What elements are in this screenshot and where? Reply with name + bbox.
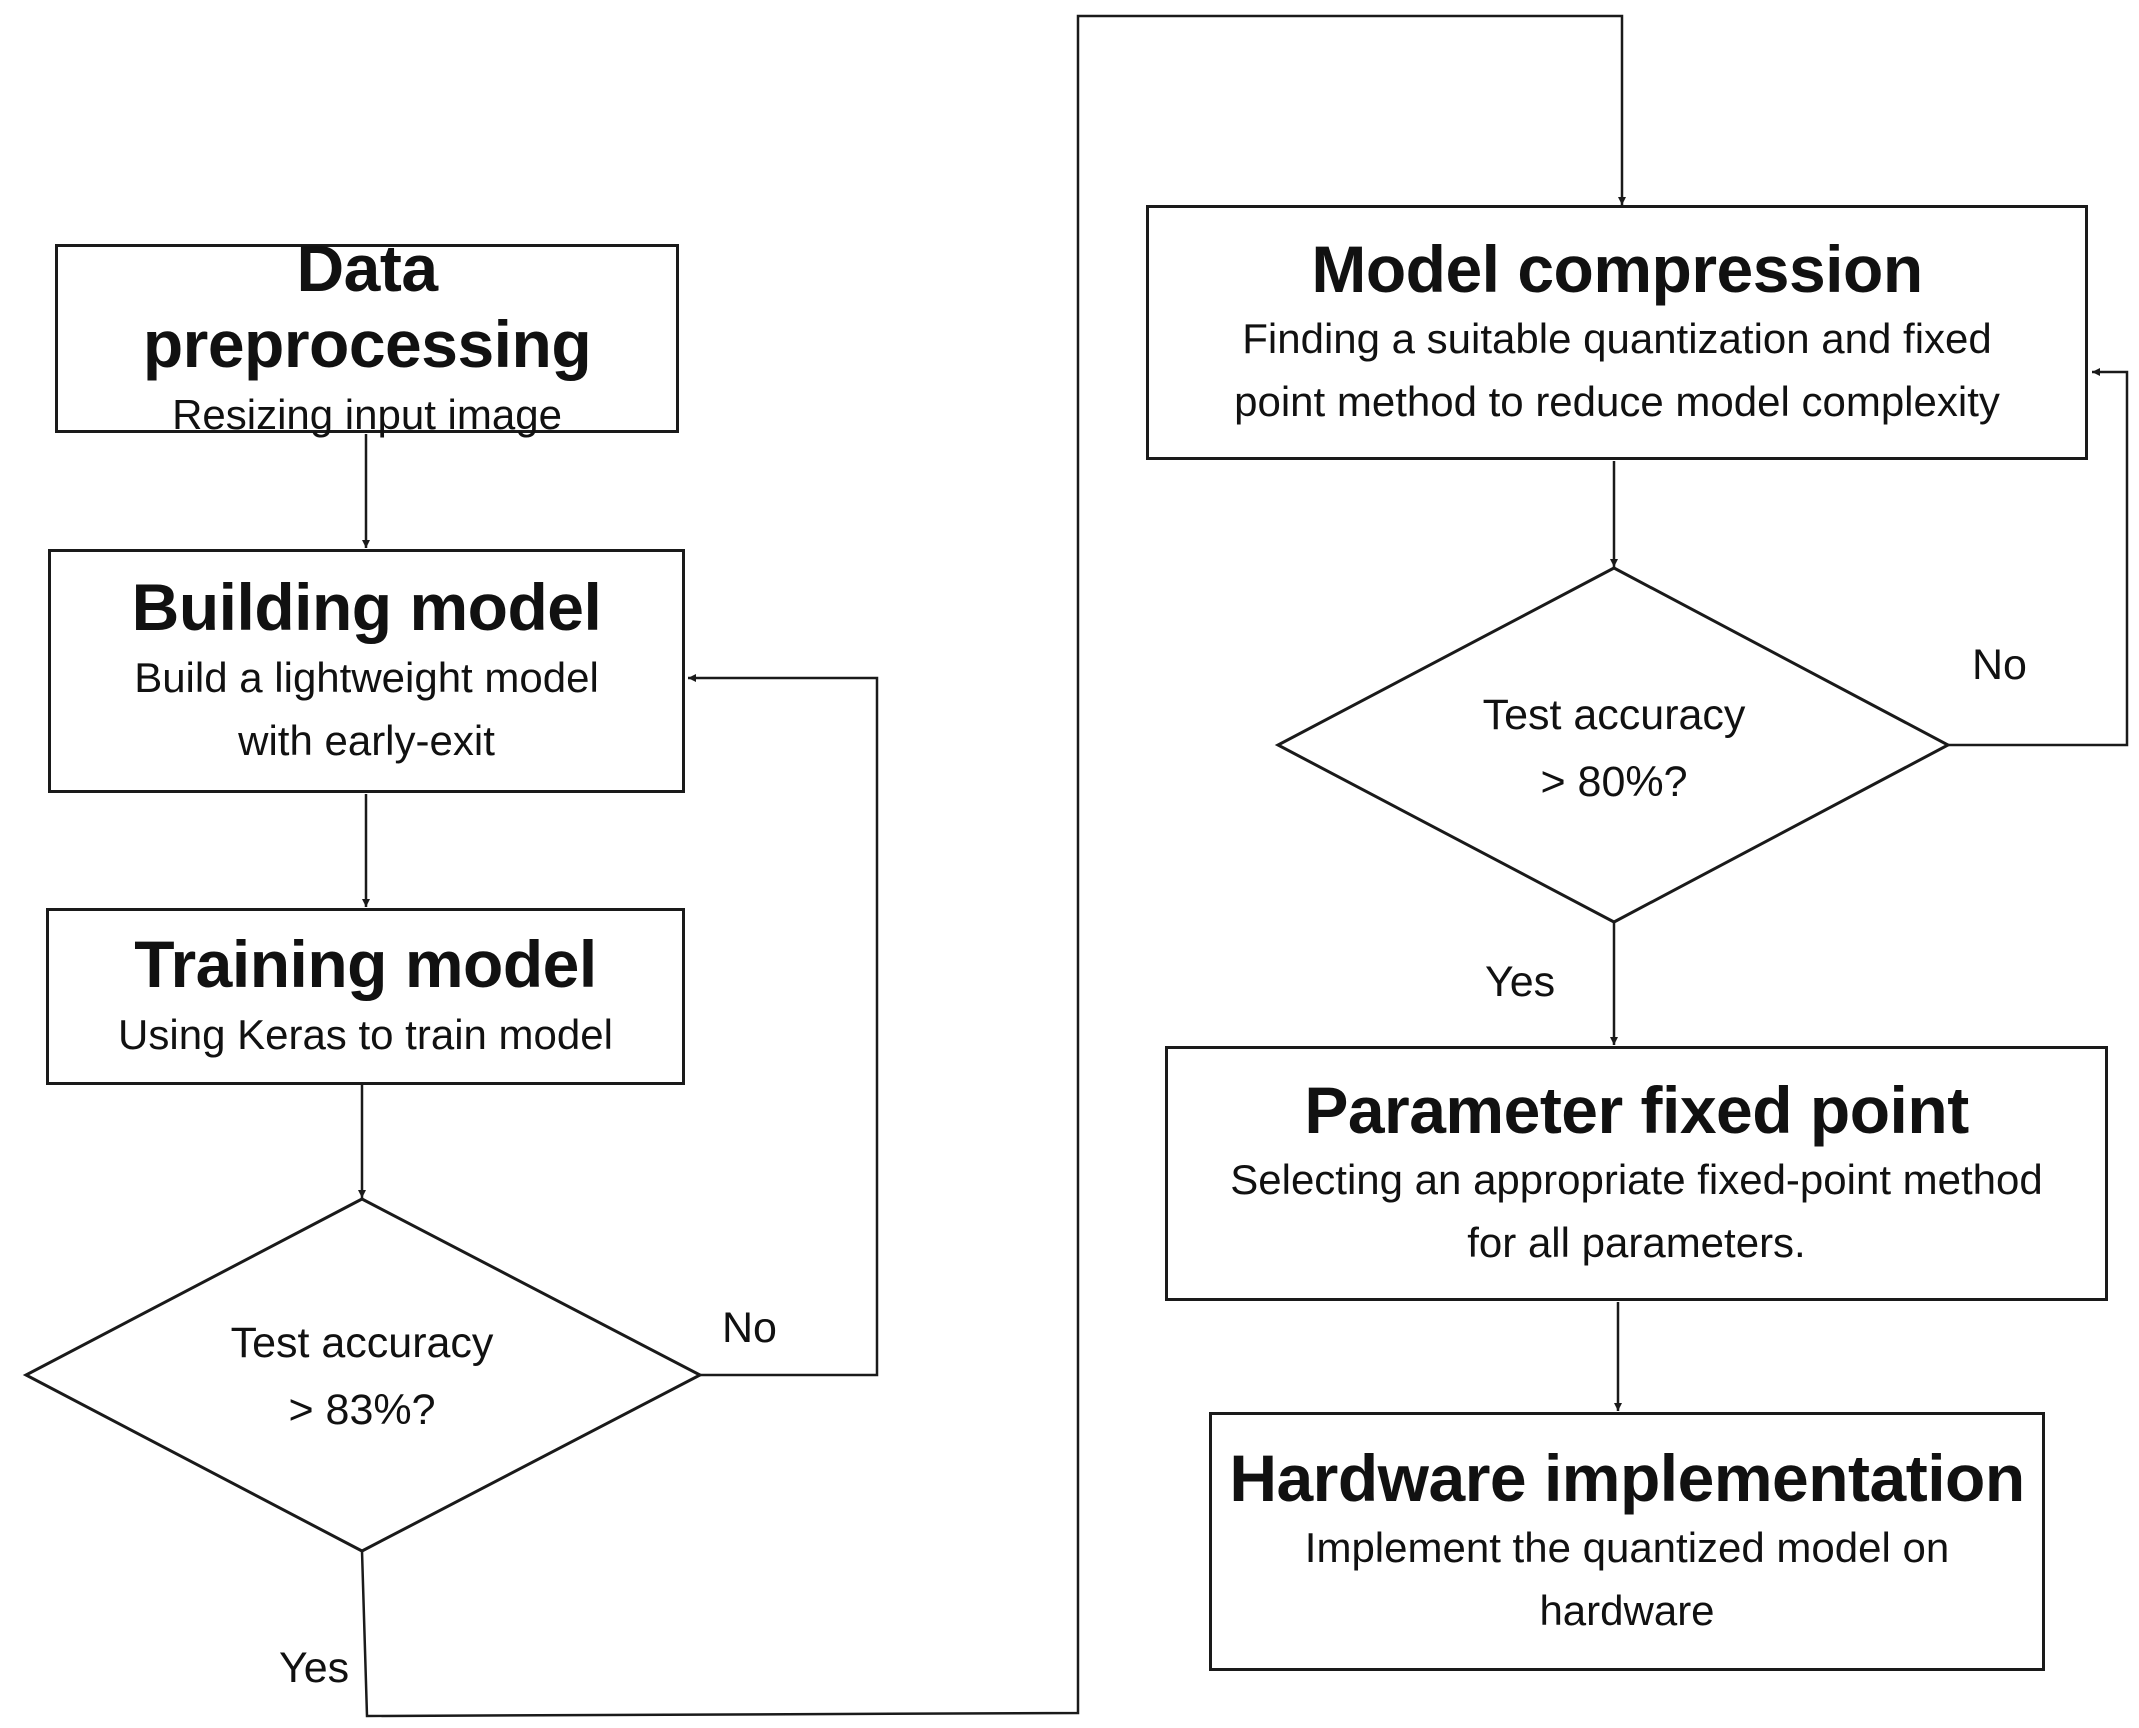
- step-description: Using Keras to train model: [118, 1010, 613, 1058]
- step-data-preprocessing: Data preprocessing Resizing input image: [55, 231, 679, 438]
- step-title: Data preprocessing: [142, 231, 592, 381]
- decision-threshold: > 83%?: [288, 1385, 436, 1434]
- arrow-no-loop-to-building: [688, 674, 879, 1377]
- step-description: Build a lightweight model: [134, 653, 599, 701]
- step-title: Hardware implementation: [1229, 1440, 2025, 1515]
- step-training-model: Training model Using Keras to train mode…: [46, 908, 685, 1085]
- decision-label-83: Test accuracy > 83%?: [162, 1310, 562, 1443]
- branch-label-yes: Yes: [1485, 958, 1556, 1006]
- branch-label-no: No: [1972, 641, 2027, 689]
- decision-question: Test accuracy: [1482, 691, 1746, 739]
- branch-label-no: No: [722, 1304, 777, 1352]
- decision-question: Test accuracy: [230, 1319, 494, 1367]
- step-description: Resizing input image: [172, 390, 562, 438]
- step-title: Training model: [134, 927, 597, 1002]
- decision-threshold: > 80%?: [1540, 757, 1688, 806]
- decision-label-80: Test accuracy > 80%?: [1414, 682, 1814, 815]
- step-description: Selecting an appropriate fixed-point met…: [1230, 1156, 2043, 1204]
- step-description: Finding a suitable quantization and fixe…: [1242, 315, 1992, 363]
- step-description: with early-exit: [238, 716, 495, 764]
- step-description: point method to reduce model complexity: [1234, 378, 2000, 426]
- step-title: Parameter fixed point: [1304, 1072, 1969, 1147]
- step-title: Model compression: [1311, 231, 1923, 306]
- step-parameter-fixed-point: Parameter fixed point Selecting an appro…: [1165, 1046, 2108, 1301]
- arrow-yes-to-compression: [360, 14, 1626, 1718]
- step-model-compression: Model compression Finding a suitable qua…: [1146, 205, 2088, 460]
- arrow-no-loop-to-compression: [1948, 368, 2129, 747]
- step-description: hardware: [1539, 1587, 1715, 1635]
- step-hardware-implementation: Hardware implementation Implement the qu…: [1209, 1412, 2045, 1671]
- branch-label-yes: Yes: [279, 1644, 350, 1692]
- step-description: for all parameters.: [1467, 1219, 1806, 1267]
- step-description: Implement the quantized model on: [1304, 1524, 1950, 1572]
- step-title: Building model: [131, 570, 602, 645]
- step-building-model: Building model Build a lightweight model…: [48, 549, 685, 793]
